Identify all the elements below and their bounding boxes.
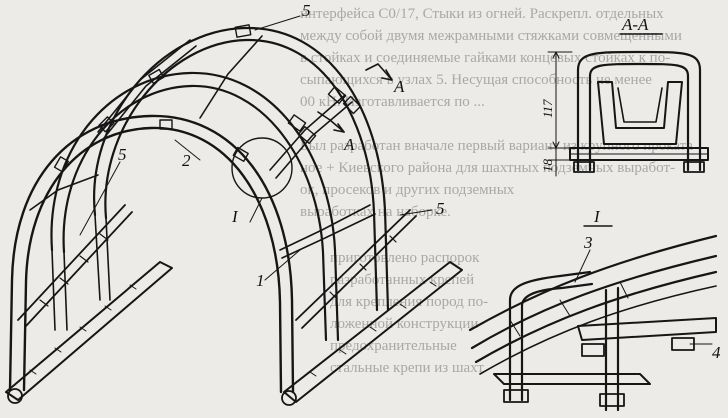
bg-line: в стойках и соединяемые гайками концевых… [300, 50, 670, 66]
label-section-A-bottom: A [343, 135, 355, 154]
label-part-5-left: 5 [118, 145, 127, 164]
section-view-A-A: А-А 117 18 [540, 15, 709, 177]
section-title: А-А [621, 15, 649, 34]
bg-line: ок, просеков и других подземных [300, 182, 515, 198]
label-part-5-top: 5 [302, 1, 311, 20]
nut [503, 389, 529, 403]
nut [683, 161, 705, 173]
bg-line: сыпающихся в узлах 5. Несущая способност… [300, 72, 652, 88]
arch-frame-middle [50, 71, 340, 342]
longitudinal-ties [29, 35, 376, 259]
dimension-117: 117 [540, 99, 555, 118]
label-part-3: 3 [583, 233, 593, 252]
bg-line: ложенной конструкции [330, 316, 478, 332]
bg-line: для крепления пород по- [330, 294, 488, 310]
nut [599, 393, 625, 407]
bg-line: ное + Киевского района для шахтных подзе… [300, 160, 675, 176]
bg-line: стальные крепи из шахт [330, 360, 484, 376]
label-part-2: 2 [182, 151, 191, 170]
bg-line: приготовлено распорок [330, 250, 480, 266]
bg-line: выработках на наборке. [300, 204, 451, 220]
side-brace-left [17, 204, 133, 327]
arch-support-assembly: 5 5 5 2 1 I A A [5, 1, 463, 406]
nut [581, 343, 605, 357]
detail-title: I [593, 207, 601, 226]
clamp-joints [53, 24, 362, 173]
leader-lines [79, 15, 433, 281]
arch-frame-front [8, 114, 295, 394]
bottom-sill-left [5, 261, 173, 401]
label-part-4: 4 [712, 343, 721, 362]
label-part-1: 1 [256, 271, 265, 290]
side-brace-right [295, 209, 417, 329]
detail-view-I: I 3 4 [468, 207, 721, 412]
label-section-A-top: A [393, 77, 405, 96]
bg-line: разработанных крепей [330, 272, 474, 288]
section-arrows [317, 63, 393, 133]
bottom-sill-right [283, 261, 463, 403]
bg-line: между собой двумя межрамными стяжками со… [300, 28, 682, 44]
label-part-5-right: 5 [436, 199, 445, 218]
bg-line: Был разработан вначале первый вариант из… [300, 138, 693, 154]
label-node-I: I [231, 207, 239, 226]
nut [573, 161, 595, 173]
bg-line: 00 кН. Изготавливается по ... [300, 94, 485, 110]
bg-line: интерфейса С0/17, Стыки из огней. Раскре… [300, 6, 664, 22]
background-text: интерфейса С0/17, Стыки из огней. Раскре… [300, 6, 693, 376]
detail-circle-I [231, 137, 293, 199]
dimension-18: 18 [540, 159, 555, 173]
foot-pad [7, 388, 23, 404]
foot-pad [281, 390, 297, 406]
